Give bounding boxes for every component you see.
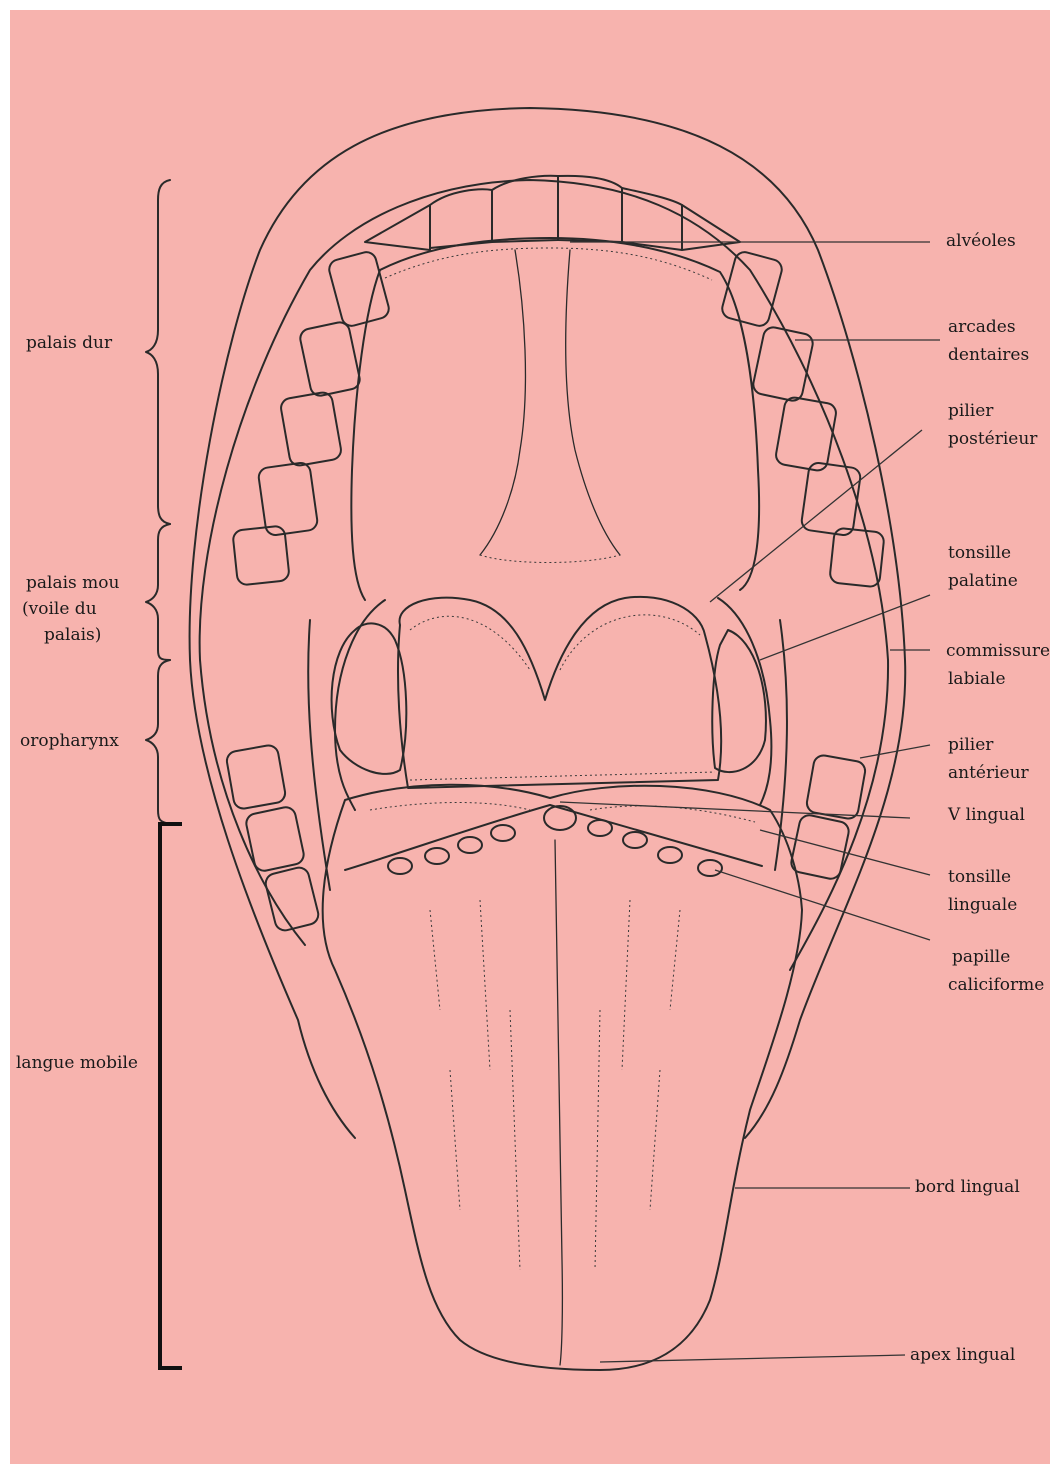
anterior-pillar-left <box>308 620 330 890</box>
mouth-anatomy-diagram: palais dur palais mou (voile du palais) … <box>10 10 1050 1464</box>
bracket-palais-mou <box>146 524 170 660</box>
label-pilier-post-2: postérieur <box>948 429 1038 449</box>
label-arcades-1: arcades <box>948 317 1016 337</box>
label-arcades-2: dentaires <box>948 345 1029 365</box>
lip-outline <box>190 108 906 1138</box>
median-sulcus <box>555 840 562 1365</box>
label-tonsille-ling-1: tonsille <box>948 867 1011 887</box>
right-upper-molars <box>720 250 885 588</box>
posterior-pillar-left <box>335 600 385 810</box>
label-papille-2: caliciforme <box>948 975 1044 995</box>
label-pilier-ant-1: pilier <box>948 735 994 755</box>
label-tonsille-pal-2: palatine <box>948 571 1018 591</box>
label-palais-mou-1: palais mou <box>26 573 120 593</box>
tongue-texture <box>370 803 755 1271</box>
label-palais-mou-3: palais) <box>44 625 101 645</box>
left-upper-molars <box>232 250 391 586</box>
label-apex-lingual: apex lingual <box>910 1345 1015 1365</box>
label-bord-lingual: bord lingual <box>915 1177 1020 1197</box>
diagram-frame: palais dur palais mou (voile du palais) … <box>10 10 1050 1464</box>
label-palais-mou-2: (voile du <box>22 599 97 619</box>
label-langue-mobile: langue mobile <box>16 1053 138 1073</box>
label-palais-dur: palais dur <box>26 333 113 353</box>
bracket-palais-dur <box>146 180 170 524</box>
label-pilier-ant-2: antérieur <box>948 763 1030 783</box>
tonsil-left <box>332 623 407 773</box>
bracket-oropharynx <box>146 660 170 824</box>
label-oropharynx: oropharynx <box>20 731 119 751</box>
label-tonsille-ling-2: linguale <box>948 895 1017 915</box>
label-v-lingual: V lingual <box>947 805 1025 825</box>
soft-palate-uvula <box>398 597 721 788</box>
label-papille-1: papille <box>952 947 1010 967</box>
label-alveoles: alvéoles <box>946 231 1016 251</box>
posterior-pillar-right <box>718 598 771 805</box>
palatine-raphe <box>480 250 525 555</box>
label-pilier-post-1: pilier <box>948 401 994 421</box>
label-commissure-2: labiale <box>948 669 1006 689</box>
label-tonsille-pal-1: tonsille <box>948 543 1011 563</box>
label-commissure-1: commissure <box>946 641 1050 661</box>
bracket-langue-mobile <box>160 824 182 1368</box>
anterior-pillar-right <box>775 620 787 870</box>
